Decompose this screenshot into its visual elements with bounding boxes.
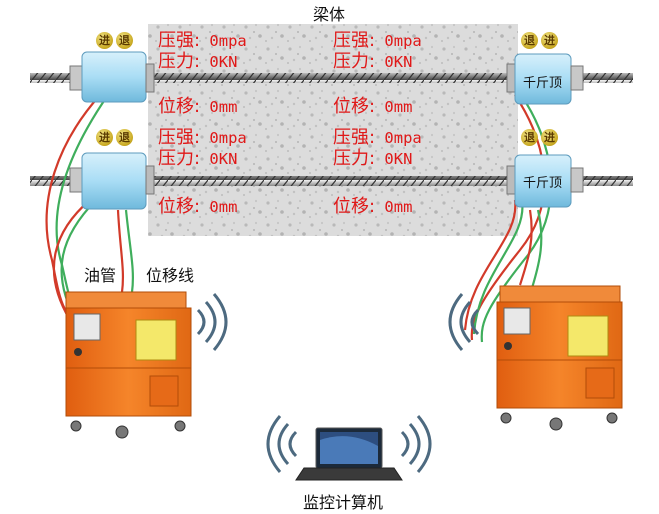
back-button-left-top[interactable]: 退 [116,32,133,49]
force-readout-3: 压力: 0KN [158,148,238,169]
computer-label: 监控计算机 [303,493,384,512]
displacement-readout-1: 位移: 0mm [158,96,238,117]
displacement-readout-2: 位移: 0mm [333,96,413,117]
oil-pipe-label: 油管 [84,266,117,285]
back-button-right-top[interactable]: 退 [521,32,538,49]
displacement-readout-3: 位移: 0mm [158,196,238,217]
pressure-readout-2: 压强: 0mpa [333,30,422,51]
threaded-rod-top [30,73,633,83]
force-readout-1: 压力: 0KN [158,51,238,72]
pressure-readout-4: 压强: 0mpa [333,127,422,148]
forward-button-left-top[interactable]: 进 [96,32,113,49]
force-readout-2: 压力: 0KN [333,51,413,72]
jack-label-top: 千斤顶 [523,76,563,91]
wifi-icon-right [448,293,480,351]
threaded-rod-bottom [30,176,633,186]
laptop-icon [295,427,403,481]
wifi-icon-laptop-left [266,415,298,473]
hydraulic-pump-right [496,285,623,431]
wifi-icon-laptop-right [400,415,432,473]
back-button-right-bottom[interactable]: 退 [521,129,538,146]
jack-right-bottom [506,154,584,208]
displacement-line-label: 位移线 [146,266,195,285]
jack-label-bottom: 千斤顶 [523,176,563,191]
force-readout-4: 压力: 0KN [333,148,413,169]
jack-right-top [506,53,584,105]
forward-button-left-bottom[interactable]: 进 [96,129,113,146]
forward-button-right-top[interactable]: 进 [541,32,558,49]
beam-body [148,24,518,236]
beam-label: 梁体 [313,5,346,24]
displacement-readout-4: 位移: 0mm [333,196,413,217]
forward-button-right-bottom[interactable]: 进 [541,129,558,146]
hydraulic-pump-left [65,291,192,439]
wifi-icon-left [196,293,228,351]
jack-left-bottom [69,152,155,210]
jack-left-top [69,51,155,103]
pressure-readout-1: 压强: 0mpa [158,30,247,51]
pressure-readout-3: 压强: 0mpa [158,127,247,148]
back-button-left-bottom[interactable]: 退 [116,129,133,146]
